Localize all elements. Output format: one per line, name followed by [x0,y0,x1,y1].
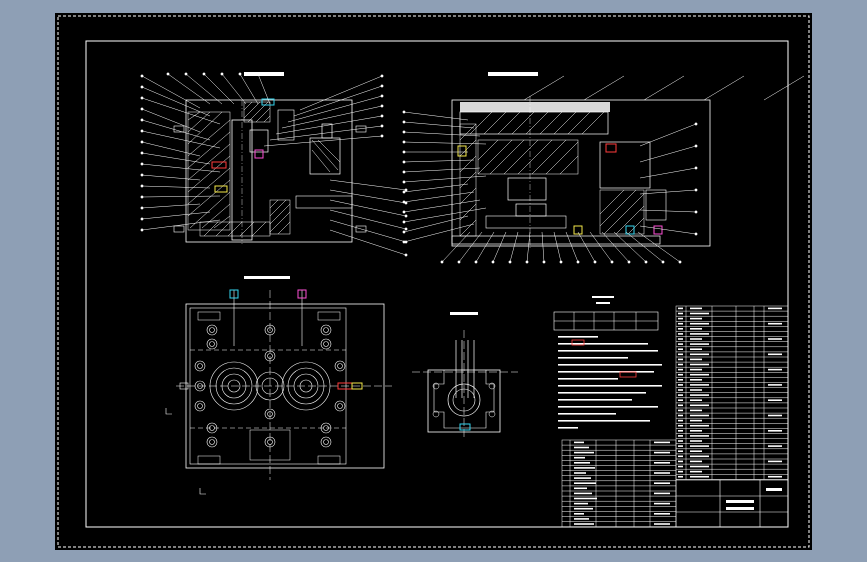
section-view-b [451,72,711,250]
plan-view [165,276,392,495]
leader-dot [140,85,144,89]
leader-dot [140,173,144,177]
leader-dot [140,162,144,166]
section-b-leader-lines [402,75,805,264]
leader-dot [140,129,144,133]
leader-dot [140,228,144,232]
section-a-leader-lines [140,72,408,257]
section-view-a [173,72,367,244]
cavity-rings [209,361,331,411]
insert-detail-view [412,312,518,440]
technical-requirements [553,296,662,429]
leader-dot [140,217,144,221]
leader-dot [140,151,144,155]
sheet-outer-border [57,15,810,548]
leader-dot [140,206,144,210]
plan-bolt-holes [194,324,346,448]
leader-dot [140,107,144,111]
leader-dot [140,96,144,100]
section-a-hatching [187,101,291,237]
section-b-hatching [459,111,645,237]
bill-of-materials-table [675,305,789,480]
leader-dot [140,140,144,144]
drawing-frame [85,40,789,528]
parts-list-table [561,439,677,527]
leader-dot [140,74,144,78]
leader-dot [140,195,144,199]
requirement-text-lines [558,336,662,429]
leader-dot [140,118,144,122]
leader-dot [140,184,144,188]
title-block [675,479,789,528]
